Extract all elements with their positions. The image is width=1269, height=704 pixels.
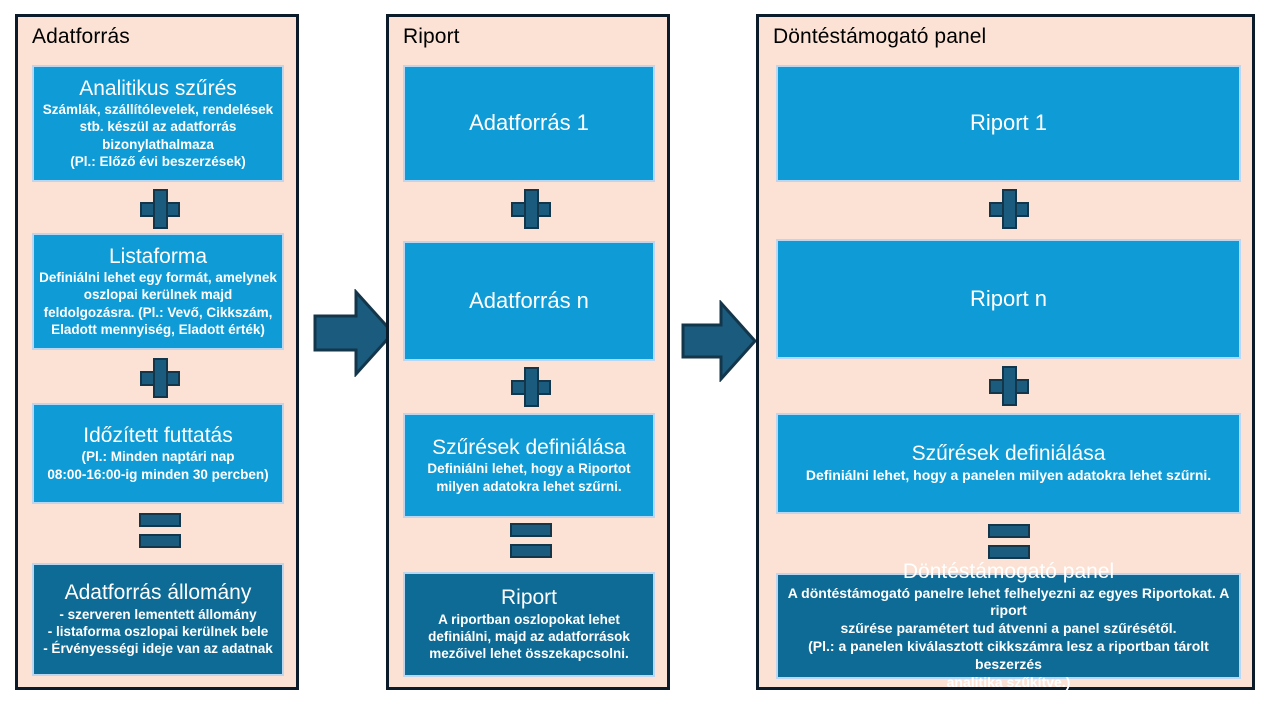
box-desc: Definiálni lehet, hogy a panelen milyen … — [805, 466, 1212, 483]
panel-title-riport: Riport — [403, 25, 460, 48]
panel-adatforras: Adatforrás Analitikus szűrés Számlák, sz… — [15, 14, 299, 690]
box-szuresek-definialasa[interactable]: Szűrések definiálása Definiálni lehet, h… — [403, 413, 655, 518]
plus-icon-2 — [140, 358, 180, 398]
equals-icon-1 — [510, 523, 552, 559]
panel-title-adatforras: Adatforrás — [32, 25, 130, 48]
box-title: Adatforrás 1 — [469, 110, 589, 136]
box-riport[interactable]: Riport A riportban oszlopokat lehet defi… — [403, 572, 655, 677]
box-title: Szűrések definiálása — [911, 442, 1106, 466]
box-title: Szűrések definiálása — [432, 435, 626, 459]
box-desc: Definiálni lehet, hogy a Riportot milyen… — [427, 461, 631, 494]
equals-icon-1 — [139, 513, 181, 549]
box-title: Listaforma — [108, 244, 208, 268]
box-title: Időzített futtatás — [83, 423, 233, 447]
box-riport-1[interactable]: Riport 1 — [776, 65, 1241, 182]
arrow-adatforras-to-riport — [313, 289, 395, 377]
box-title: Döntéstámogató panel — [902, 560, 1115, 584]
panel-title-dontestamogato: Döntéstámogató panel — [773, 25, 987, 48]
box-title: Riport 1 — [969, 110, 1048, 136]
box-szuresek-definialasa[interactable]: Szűrések definiálása Definiálni lehet, h… — [776, 413, 1241, 514]
equals-icon-1 — [988, 524, 1030, 560]
plus-icon-2 — [511, 367, 551, 407]
box-title: Adatforrás állomány — [64, 581, 252, 605]
box-adatforras-1[interactable]: Adatforrás 1 — [403, 65, 655, 182]
box-title: Adatforrás n — [469, 287, 589, 313]
box-title: Riport n — [969, 285, 1048, 311]
box-riport-n[interactable]: Riport n — [776, 239, 1241, 359]
box-title: Analitikus szűrés — [79, 76, 237, 100]
box-desc: Definiálni lehet egy formát, amelynek os… — [39, 270, 277, 338]
arrow-riport-to-panel — [681, 300, 757, 382]
plus-icon-2 — [989, 366, 1029, 406]
box-analitikus-szures[interactable]: Analitikus szűrés Számlák, szállítólevel… — [32, 65, 284, 182]
box-listaforma[interactable]: Listaforma Definiálni lehet egy formát, … — [32, 233, 284, 350]
plus-icon-1 — [511, 189, 551, 229]
box-desc: - szerveren lementett állomány - listafo… — [43, 606, 273, 657]
box-dontestamogato-panel[interactable]: Döntéstámogató panel A döntéstámogató pa… — [776, 560, 1241, 690]
plus-icon-1 — [140, 189, 180, 229]
panel-riport: Riport Adatforrás 1 Adatforrás n Szűrése… — [386, 14, 670, 690]
box-adatforras-allomany[interactable]: Adatforrás állomány - szerveren lementet… — [32, 563, 284, 676]
plus-icon-1 — [989, 189, 1029, 229]
panel-dontestamogato: Döntéstámogató panel Riport 1 Riport n S… — [756, 14, 1255, 690]
box-desc: Számlák, szállítólevelek, rendelések stb… — [42, 102, 274, 170]
box-adatforras-n[interactable]: Adatforrás n — [403, 241, 655, 361]
box-idozitett-futtatas[interactable]: Időzített futtatás (Pl.: Minden naptári … — [32, 403, 284, 504]
box-desc: (Pl.: Minden naptári nap 08:00-16:00-ig … — [47, 449, 269, 482]
box-desc: A riportban oszlopokat lehet definiálni,… — [428, 611, 630, 662]
box-desc: A döntéstámogató panelre lehet felhelyez… — [787, 584, 1230, 691]
box-title: Riport — [500, 586, 558, 610]
